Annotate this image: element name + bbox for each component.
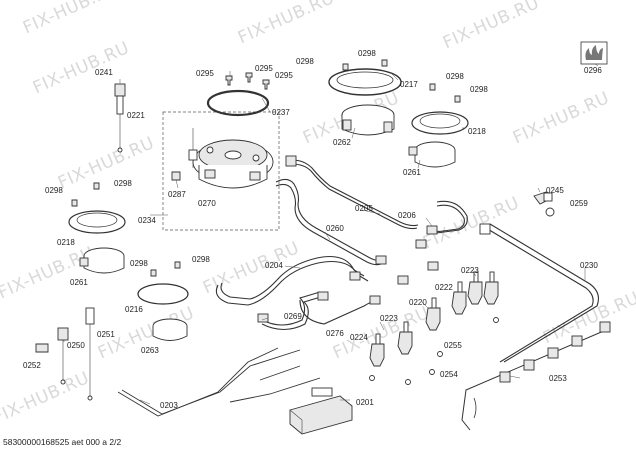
- ignition-harness-0253: [461, 321, 611, 431]
- label-0255: 0255: [444, 341, 462, 350]
- clip-0252-part: [35, 343, 49, 353]
- label-0260: 0260: [326, 224, 344, 233]
- label-0270: 0270: [198, 199, 216, 208]
- label-0224: 0224: [350, 333, 368, 342]
- label-0263: 0263: [141, 346, 159, 355]
- electrode-0251-part: [85, 307, 95, 401]
- burner-ring-part: [206, 89, 270, 117]
- gas-pipe-0204: [215, 255, 369, 306]
- label-0234: 0234: [138, 216, 156, 225]
- small-screw-part: [369, 317, 499, 385]
- label-0241: 0241: [95, 68, 113, 77]
- label-0298: 0298: [114, 179, 132, 188]
- label-0205: 0205: [355, 204, 373, 213]
- label-0254: 0254: [440, 370, 458, 379]
- label-0222: 0222: [435, 283, 453, 292]
- burner-cap-0218-part: [411, 83, 469, 135]
- label-0204: 0204: [265, 261, 283, 270]
- label-0218: 0218: [468, 127, 486, 136]
- label-0230: 0230: [580, 261, 598, 270]
- burner-base-0261-part: [408, 141, 456, 168]
- burner-cap-0217-part: [328, 59, 402, 96]
- label-0250: 0250: [67, 341, 85, 350]
- label-0298: 0298: [446, 72, 464, 81]
- wiring-0203: [117, 347, 321, 417]
- label-0261: 0261: [70, 278, 88, 287]
- label-0218: 0218: [57, 238, 75, 247]
- thermocouple-pin-part: [171, 128, 198, 181]
- label-0206: 0206: [398, 211, 416, 220]
- leader-lines: [63, 63, 599, 405]
- burner-cap-left-part: [68, 182, 126, 234]
- label-0262: 0262: [333, 138, 351, 147]
- label-0295: 0295: [196, 69, 214, 78]
- burner-base-0262-part: [341, 104, 395, 136]
- label-0298: 0298: [130, 259, 148, 268]
- label-0220: 0220: [409, 298, 427, 307]
- part-labels: 0241 0221 0295 0295 0295 0237 0298 0298 …: [23, 49, 602, 410]
- label-0295: 0295: [275, 71, 293, 80]
- label-0298: 0298: [192, 255, 210, 264]
- label-0276: 0276: [326, 329, 344, 338]
- electrode-0250-part: [57, 327, 69, 385]
- gas-valve-part: [369, 271, 499, 367]
- label-0237: 0237: [272, 108, 290, 117]
- control-module-0201: [289, 387, 353, 435]
- label-0261: 0261: [403, 168, 421, 177]
- label-0217: 0217: [400, 80, 418, 89]
- label-0295: 0295: [255, 64, 273, 73]
- label-0223: 0223: [380, 314, 398, 323]
- label-0203: 0203: [160, 401, 178, 410]
- label-0298: 0298: [45, 186, 63, 195]
- ignition-electrode-part: [114, 83, 126, 153]
- label-0252: 0252: [23, 361, 41, 370]
- label-0201: 0201: [356, 398, 374, 407]
- gas-pipe-0205: [291, 159, 419, 230]
- flame-icon: [580, 41, 608, 65]
- burner-body-part: [192, 139, 274, 189]
- label-0216: 0216: [125, 305, 143, 314]
- label-0296: 0296: [584, 66, 602, 75]
- label-0251: 0251: [97, 330, 115, 339]
- label-0221: 0221: [127, 111, 145, 120]
- document-footer: 58300000168525 aet 000 a 2/2: [3, 437, 122, 447]
- label-0245: 0245: [546, 186, 564, 195]
- gas-manifold-0230: [479, 223, 599, 363]
- burner-base-small-part: [152, 318, 188, 341]
- label-0298: 0298: [296, 57, 314, 66]
- connector-0245-part: [533, 191, 555, 217]
- gas-pipe-0260: [275, 178, 385, 266]
- label-0253: 0253: [549, 374, 567, 383]
- label-0298: 0298: [470, 85, 488, 94]
- nozzle-part: [257, 155, 439, 323]
- screw-part: [225, 72, 270, 90]
- gas-pipe-0269: [261, 291, 325, 331]
- label-0287: 0287: [168, 190, 186, 199]
- gas-pipe-0206: [427, 200, 468, 235]
- gas-pipe-0276: [299, 299, 379, 325]
- label-0223: 0223: [461, 266, 479, 275]
- label-0259: 0259: [570, 199, 588, 208]
- label-0298: 0298: [358, 49, 376, 58]
- burner-cap-small-part: [137, 261, 189, 305]
- label-0269: 0269: [284, 312, 302, 321]
- burner-base-left-part: [79, 247, 125, 274]
